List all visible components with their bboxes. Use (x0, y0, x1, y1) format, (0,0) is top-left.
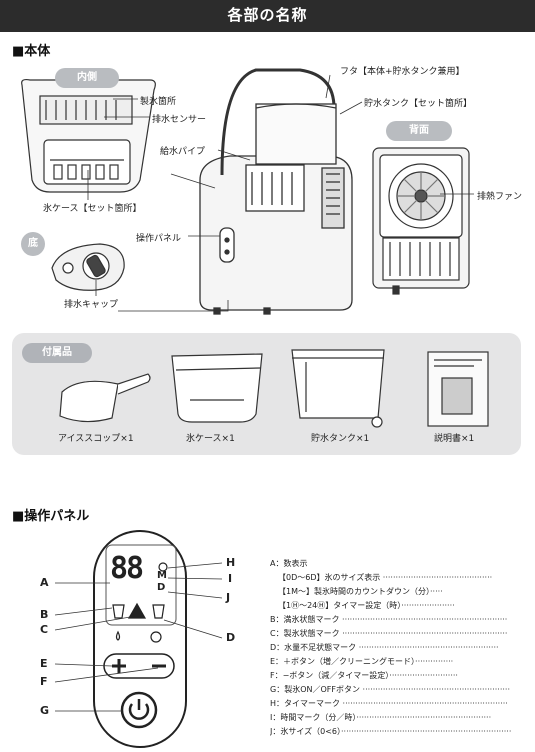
callout-i: I (228, 572, 233, 585)
legend-line: H：タイマーマーク ······························… (270, 699, 508, 708)
callout-d: D (226, 631, 236, 644)
panel-legend: A：数表示 【0D〜6D】氷のサイズ表示 ···················… (270, 557, 530, 739)
legend-line: E：＋ボタン（増／クリーニングモード）··············· (270, 657, 454, 666)
body-heading: ■本体 (12, 44, 51, 59)
page-title: 各部の名称 (0, 0, 535, 32)
ice-scoop-illustration (59, 373, 151, 423)
accessories-pill: 付属品 (22, 343, 92, 363)
legend-line: J：氷サイズ（0<6）·····························… (270, 727, 512, 736)
accessory-ice-scoop: アイススコップ×1 (58, 434, 134, 444)
inner-view-illustration (21, 78, 156, 193)
display-m-mark: M (157, 570, 167, 581)
accessory-ice-case: 氷ケース×1 (186, 434, 235, 444)
callout-f: F (40, 675, 48, 688)
water-tank-illustration (291, 349, 385, 428)
legend-line: 【1M〜】製氷時間のカウントダウン（分）····· (278, 587, 443, 596)
label-drain-cap: 排水キャップ (64, 300, 119, 310)
label-ice-case: 氷ケース【セット箇所】 (43, 204, 142, 214)
callout-b: B (40, 608, 49, 621)
accessory-manual: 説明書×1 (434, 434, 475, 444)
callout-a: A (40, 576, 49, 589)
back-view-pill: 背面 (386, 121, 452, 141)
callout-e: E (40, 657, 48, 670)
panel-heading: ■操作パネル (12, 509, 90, 524)
callout-c: C (40, 623, 49, 636)
panel-digit-display: 88 (110, 551, 144, 586)
legend-line: A：数表示 (270, 559, 308, 568)
legend-line: 【1Ⓗ〜24Ⓗ】タイマー設定（時）····················· (278, 601, 455, 610)
legend-line: C：製氷状態マーク ······························… (270, 629, 508, 638)
label-exhaust-fan: 排熱ファン (477, 192, 523, 202)
display-d-mark: D (157, 582, 166, 593)
label-water-pipe: 給水パイプ (160, 147, 206, 157)
back-view-illustration (372, 147, 470, 295)
ice-case-illustration (171, 353, 263, 423)
accessory-water-tank: 貯水タンク×1 (311, 434, 370, 444)
callout-j: J (226, 591, 231, 604)
label-drain-sensor: 排水センサー (152, 115, 207, 125)
main-unit-illustration (199, 68, 353, 315)
label-water-tank: 貯水タンク【セット箇所】 (364, 99, 473, 109)
callout-h: H (226, 556, 236, 569)
legend-line: D：水量不足状態マーク ····························… (270, 643, 499, 652)
legend-line: F：−ボタン（減／タイマー設定）························… (270, 671, 458, 680)
bottom-view-illustration (51, 243, 125, 291)
legend-line: 【0D〜6D】氷のサイズ表示 ·························… (278, 573, 493, 582)
manual-illustration (427, 351, 489, 427)
legend-line: B：満氷状態マーク ······························… (270, 615, 508, 624)
legend-line: G：製氷ON／OFFボタン ··························… (270, 685, 511, 694)
label-ice-maker: 製氷箇所 (140, 97, 177, 107)
label-control-panel: 操作パネル (136, 234, 182, 244)
label-lid: フタ【本体+貯水タンク兼用】 (340, 67, 465, 77)
legend-line: I：時間マーク（分／時）····························… (270, 713, 492, 722)
callout-g: G (40, 704, 50, 717)
bottom-view-pill: 底 (21, 232, 45, 256)
inner-view-pill: 内側 (55, 68, 119, 88)
